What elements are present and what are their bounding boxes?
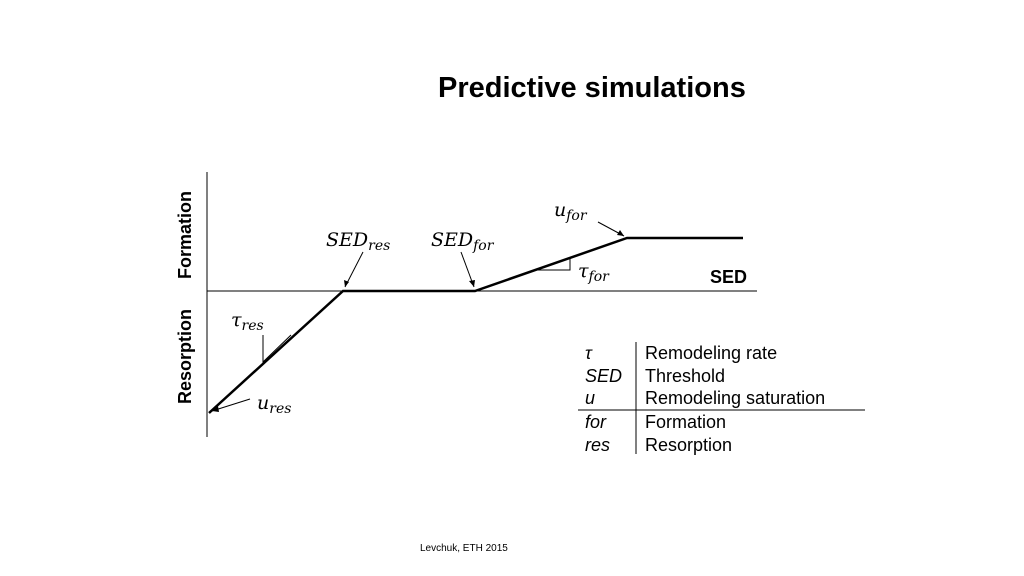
slide-title: Predictive simulations <box>438 72 746 104</box>
legend-symbol: res <box>585 435 610 455</box>
resorption-axis-label: Resorption <box>175 309 195 404</box>
sed-axis-label: SED <box>710 267 747 287</box>
legend-symbol: for <box>585 412 607 432</box>
legend-table: τ Remodeling rate SED Threshold u Remode… <box>578 342 865 455</box>
tau-for-label: τfor <box>578 260 610 285</box>
legend-description: Threshold <box>645 366 725 386</box>
remodeling-curve <box>208 236 743 414</box>
tau-res-label: τres <box>231 309 264 334</box>
sed-res-pointer <box>344 251 364 288</box>
legend-symbol: u <box>585 388 595 408</box>
tau-for-slope-marker <box>537 258 571 271</box>
u-for-arrowhead <box>617 230 624 236</box>
formation-axis-label: Formation <box>175 191 195 279</box>
legend-symbol: τ <box>585 343 593 363</box>
u-res-arrowhead <box>212 406 219 412</box>
sed-for-label: SEDfor <box>431 229 495 254</box>
legend-description: Formation <box>645 412 726 432</box>
legend-symbol: SED <box>585 366 622 386</box>
credit-footer: Levchuk, ETH 2015 <box>420 543 508 554</box>
legend-description: Remodeling rate <box>645 343 777 363</box>
sed-res-label: SEDres <box>326 229 390 254</box>
tau-res-slope-marker <box>262 334 292 364</box>
u-res-label: ures <box>257 392 291 417</box>
sed-for-arrowhead <box>469 280 475 287</box>
legend-description: Remodeling saturation <box>645 388 825 408</box>
legend-description: Resorption <box>645 435 732 455</box>
sed-res-arrowhead <box>344 280 349 287</box>
u-for-label: ufor <box>554 199 588 224</box>
